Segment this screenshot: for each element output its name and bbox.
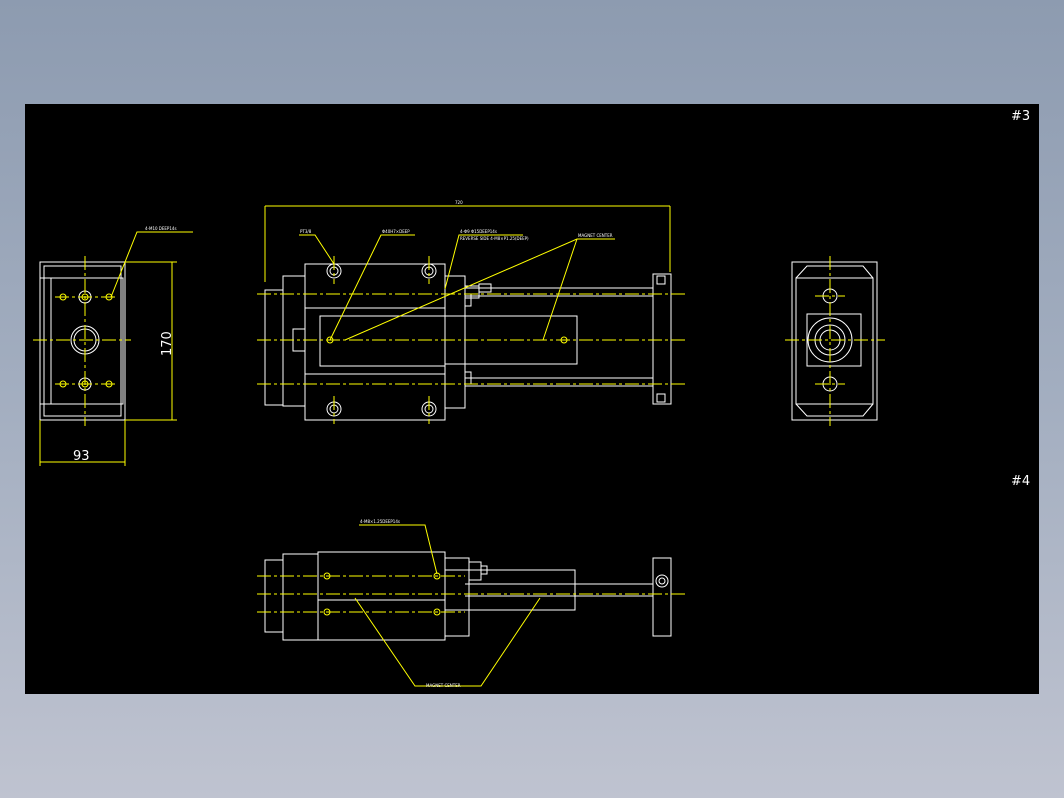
magnet-center-note-top: MAGNET CENTER [578,233,613,238]
right-end-view [785,256,885,426]
front-holes-note: 4-M10 DEEP14s [145,226,177,231]
bore-note: Φ40H7×DEEP [382,229,410,234]
reverse-side-note-2: REVERSE SIDE 4-M8×P1.25(DEEP) [460,236,529,241]
bottom-top-view: 4-M8×1.25DEEP14s MAGNET CENTER [257,519,685,688]
height-dimension: 170 [160,331,175,356]
width-dimension: 93 [73,449,90,464]
bottom-holes-note: 4-M8×1.25DEEP14s [360,519,400,524]
sheet-label-3: #3 [1011,109,1030,124]
magnet-center-note-bottom: MAGNET CENTER [426,683,461,688]
cad-drawing: #3 #4 170 93 4-M10 DEEP14s [33,109,1030,688]
reverse-side-note: 4-Φ9 Φ15DEEP14s [460,229,497,234]
overall-dimension: 720 [455,200,463,205]
port-note: PT3/8 [300,229,312,234]
left-end-view: 170 93 4-M10 DEEP14s [33,226,193,466]
drawing-sheet: #3 #4 170 93 4-M10 DEEP14s [25,104,1039,694]
main-side-view: 720 [257,200,685,424]
sheet-label-4: #4 [1011,474,1030,489]
